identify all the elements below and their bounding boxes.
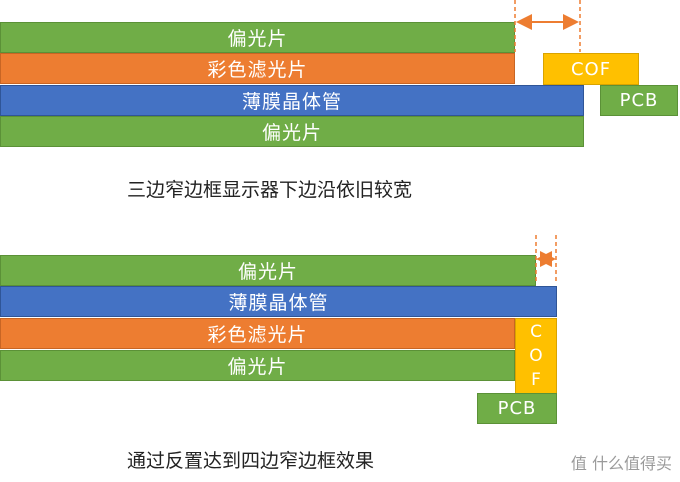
bottom-polarizer-upper: 偏光片 bbox=[0, 255, 536, 286]
top-polarizer-upper: 偏光片 bbox=[0, 22, 515, 53]
bottom-cof-letter-f: F bbox=[531, 370, 541, 390]
bottom-caption: 通过反置达到四边窄边框效果 bbox=[127, 450, 375, 472]
bottom-cof: C O F bbox=[515, 318, 557, 394]
top-tft: 薄膜晶体管 bbox=[0, 85, 584, 116]
bottom-pcb: PCB bbox=[477, 393, 557, 424]
top-pcb: PCB bbox=[600, 85, 678, 116]
top-polarizer-lower: 偏光片 bbox=[0, 116, 584, 147]
bottom-cof-letter-o: O bbox=[529, 346, 543, 366]
bottom-cof-letter-c: C bbox=[530, 322, 542, 342]
top-color-filter: 彩色滤光片 bbox=[0, 53, 515, 84]
bottom-polarizer-lower: 偏光片 bbox=[0, 350, 515, 381]
bottom-color-filter: 彩色滤光片 bbox=[0, 318, 515, 349]
top-caption: 三边窄边框显示器下边沿依旧较宽 bbox=[127, 179, 413, 201]
watermark-text: 值 什么值得买 bbox=[570, 454, 672, 473]
watermark: 值 什么值得买 bbox=[571, 450, 672, 474]
bottom-tft: 薄膜晶体管 bbox=[0, 286, 557, 317]
top-cof: COF bbox=[543, 53, 639, 85]
